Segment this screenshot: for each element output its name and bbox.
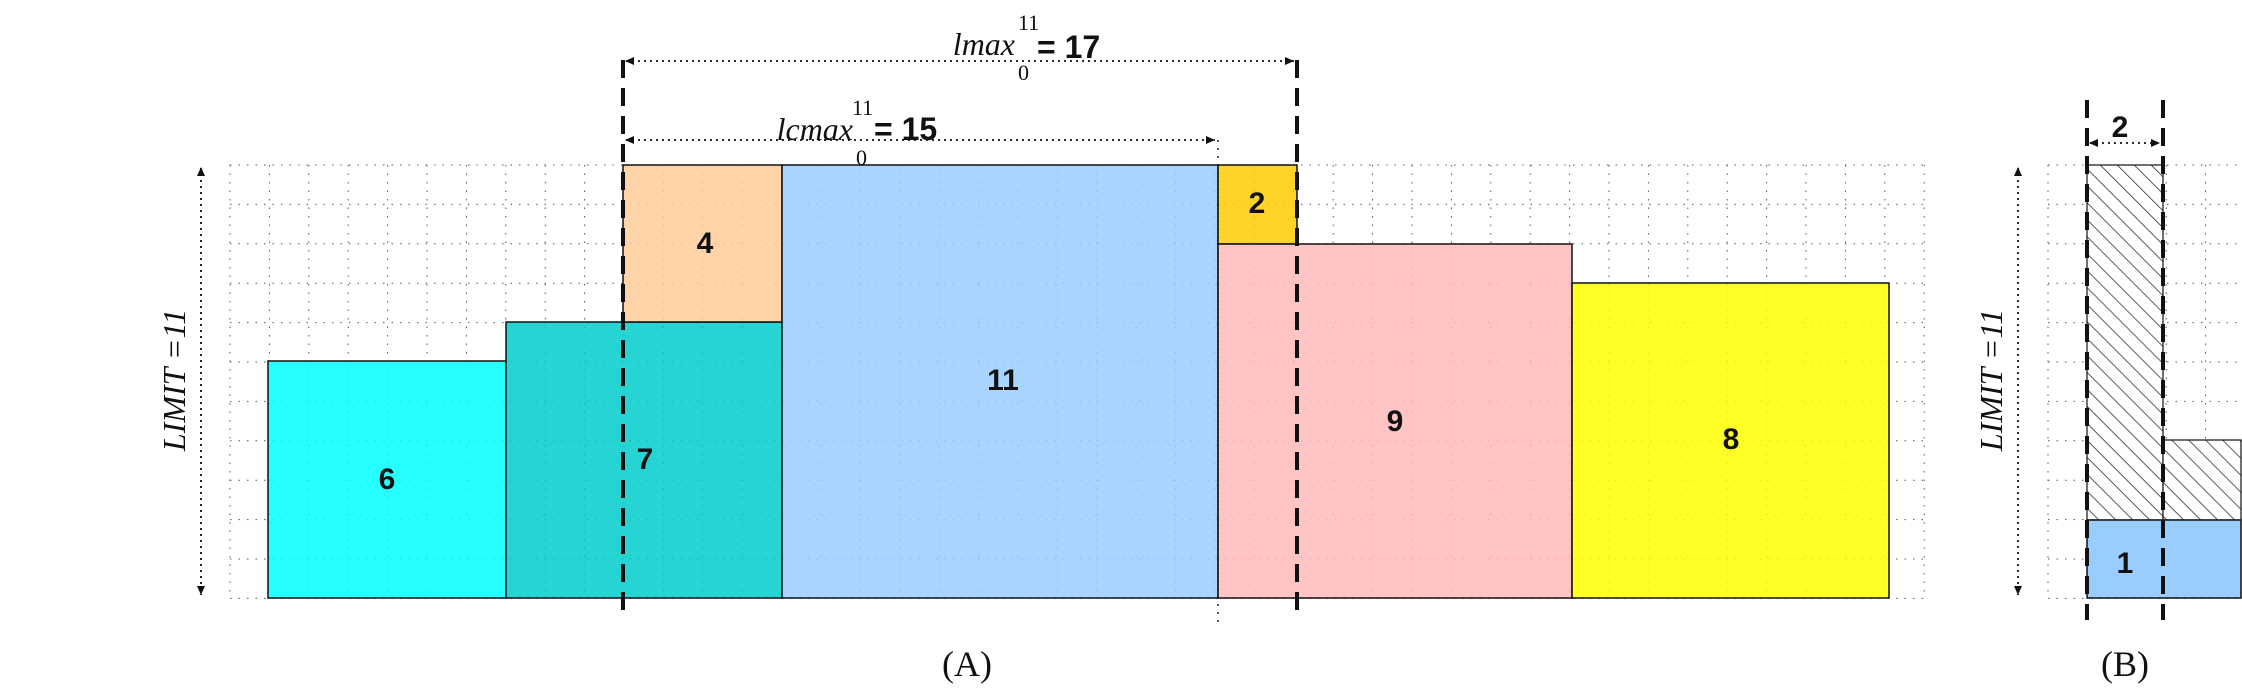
block-2-label: 2 xyxy=(1249,187,1266,220)
lmax-subscript: 0 xyxy=(1018,60,1029,85)
lcmax-value: = 15 xyxy=(874,111,937,147)
lcmax-subscript: 0 xyxy=(856,145,867,170)
limit-label-b: LIMIT =11 xyxy=(1973,309,2009,452)
block-4-label: 4 xyxy=(697,227,714,260)
block-7 xyxy=(505,321,783,599)
block-9-label: 9 xyxy=(1387,405,1404,438)
block-4 xyxy=(622,164,783,323)
lmax-value: = 17 xyxy=(1037,29,1100,65)
block-1-label: 1 xyxy=(2117,547,2134,580)
caption-a: (A) xyxy=(942,644,992,684)
panel-a xyxy=(267,164,1890,599)
block-11 xyxy=(781,164,1219,599)
block-6 xyxy=(267,360,507,599)
width-label-b: 2 xyxy=(2112,111,2129,144)
limit-label-a: LIMIT =11 xyxy=(156,309,192,452)
hatched-column xyxy=(2086,164,2164,521)
caption-b: (B) xyxy=(2101,644,2149,684)
block-7-label: 7 xyxy=(637,443,654,476)
lmax-superscript: 11 xyxy=(1018,10,1039,35)
lcmax-superscript: 11 xyxy=(852,95,873,120)
lcmax-symbol: lcmax xyxy=(777,111,853,147)
hatched-step xyxy=(2162,439,2242,521)
block-6-label: 6 xyxy=(379,463,396,496)
block-8 xyxy=(1571,282,1890,599)
block-8-label: 8 xyxy=(1723,423,1740,456)
block-9 xyxy=(1217,243,1573,599)
block-11-label: 11 xyxy=(987,364,1019,397)
lmax-symbol: lmax xyxy=(953,26,1015,62)
